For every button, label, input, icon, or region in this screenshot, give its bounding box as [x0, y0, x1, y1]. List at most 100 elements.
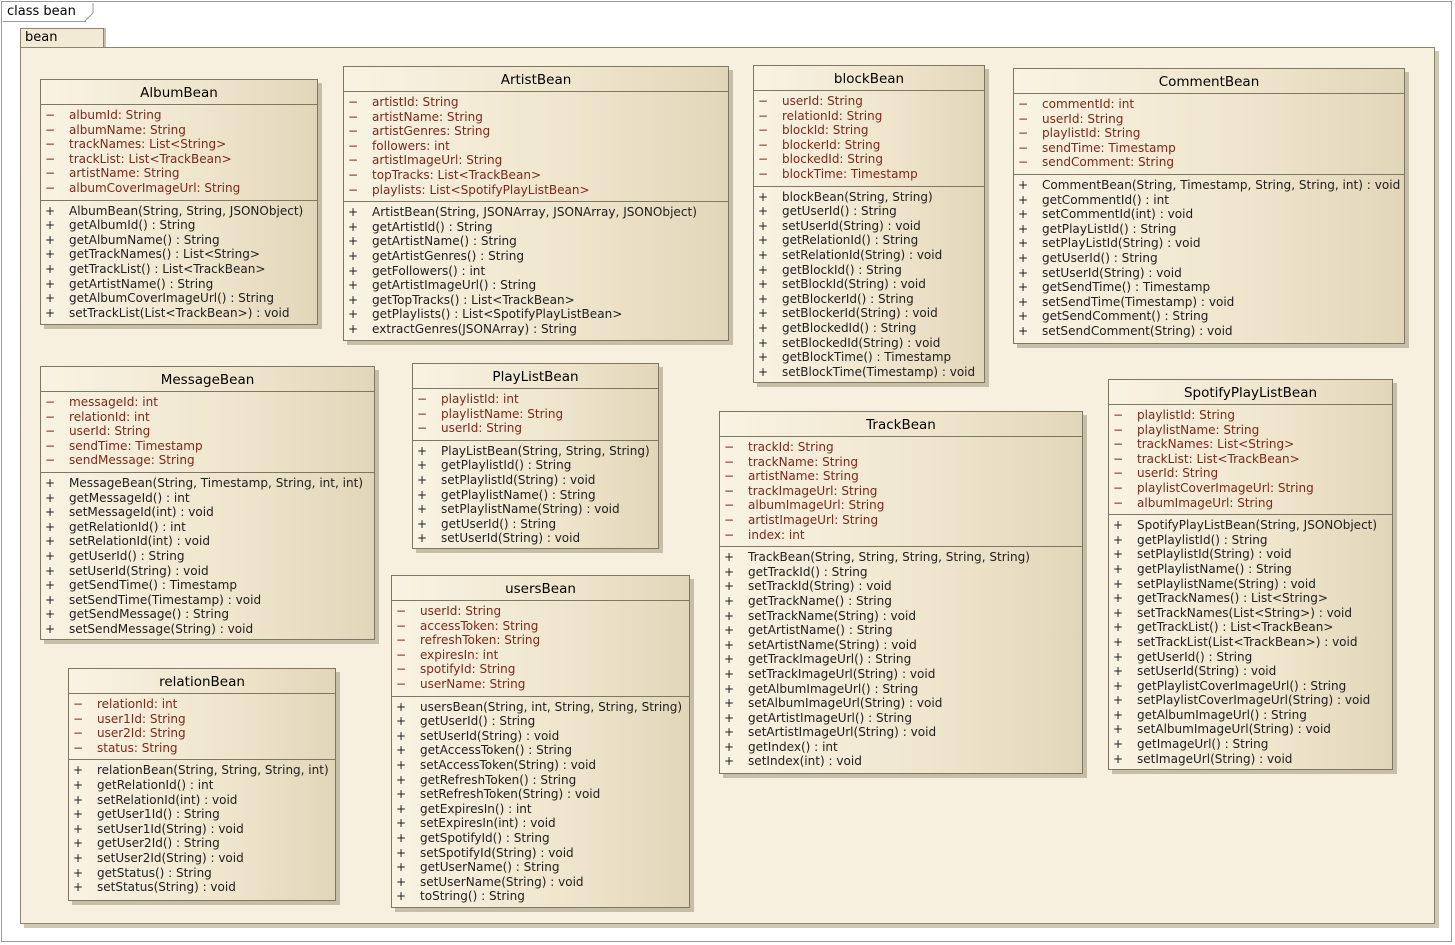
operation-row: +getUserId() : String [41, 549, 374, 564]
operation-row-text: getRelationId() : int [69, 519, 186, 534]
attribute-row: −artistName: String [344, 110, 728, 125]
attribute-row: −sendTime: Timestamp [1014, 141, 1404, 156]
class-track-bean[interactable]: TrackBean−trackId: String−trackName: Str… [719, 411, 1083, 774]
class-spotify-play-list-bean[interactable]: SpotifyPlayListBean−playlistId: String−p… [1108, 379, 1393, 770]
attribute-row: −userName: String [392, 677, 689, 692]
operation-row-text: setPlaylistName(String) : void [1137, 576, 1316, 591]
attribute-row-text: playlistCoverImageUrl: String [1137, 480, 1314, 495]
class-relation-bean[interactable]: relationBean−relationId: int−user1Id: St… [68, 668, 336, 901]
visibility-marker: + [396, 743, 407, 758]
operation-row: +setTrackName(String) : void [720, 609, 1082, 624]
class-artist-bean[interactable]: ArtistBean−artistId: String−artistName: … [343, 66, 729, 341]
visibility-marker: + [73, 792, 84, 807]
class-users-bean[interactable]: usersBean−userId: String−accessToken: St… [391, 575, 690, 908]
visibility-marker: − [758, 94, 769, 108]
operation-row-text: setTrackId(String) : void [748, 579, 892, 594]
visibility-marker: + [45, 534, 56, 549]
attribute-row-text: albumImageUrl: String [748, 498, 885, 513]
operation-row-text: getArtistGenres() : String [372, 248, 525, 263]
operation-row: +getPlaylistId() : String [413, 458, 658, 473]
operation-row-text: getArtistName() : String [69, 276, 214, 291]
visibility-marker: − [758, 137, 769, 152]
visibility-marker: + [758, 320, 769, 335]
operation-row: +getArtistName() : String [344, 234, 728, 249]
attribute-row-text: blockId: String [782, 123, 869, 138]
operation-row: +getPlayListId() : String [1014, 222, 1404, 237]
visibility-marker: + [396, 845, 407, 860]
attribute-row-text: playlistId: String [1137, 408, 1235, 422]
visibility-marker: + [45, 548, 56, 563]
operation-row-text: setTrackNames(List<String>) : void [1137, 605, 1353, 620]
visibility-marker: + [417, 502, 428, 517]
attribute-row: −trackNames: List<String> [41, 137, 317, 152]
class-name: PlayListBean [413, 364, 658, 389]
attribute-row-text: artistName: String [372, 109, 483, 124]
attribute-row: −playlistId: String [1109, 408, 1392, 423]
attribute-row: −user1Id: String [69, 712, 335, 727]
operation-row-text: getAccessToken() : String [420, 743, 572, 758]
class-operations: +TrackBean(String, String, String, Strin… [720, 547, 1082, 773]
operation-row: +getExpiresIn() : int [392, 802, 689, 817]
class-message-bean[interactable]: MessageBean−messageId: int−relationId: i… [40, 366, 375, 640]
operation-row: +setBlockedId(String) : void [754, 336, 984, 351]
visibility-marker: − [724, 498, 735, 513]
class-name: relationBean [69, 669, 335, 694]
visibility-marker: − [1113, 495, 1124, 510]
operation-row-text: getMessageId() : int [69, 490, 190, 505]
attribute-row: −albumId: String [41, 108, 317, 123]
visibility-marker: + [758, 291, 769, 306]
visibility-marker: + [1113, 664, 1124, 679]
operation-row-text: setTrackName(String) : void [748, 608, 917, 623]
class-operations: +CommentBean(String, Timestamp, String, … [1014, 175, 1404, 343]
operation-row: +getAlbumCoverImageUrl() : String [41, 291, 317, 306]
operation-row: +getRelationId() : int [69, 778, 335, 793]
operation-row-text: getUser2Id() : String [97, 836, 220, 851]
operation-row-text: setCommentId(int) : void [1042, 207, 1194, 222]
class-album-bean[interactable]: AlbumBean−albumId: String−albumName: Str… [40, 79, 318, 325]
attribute-row-text: sendMessage: String [69, 453, 195, 468]
visibility-marker: + [724, 681, 735, 696]
operation-row-text: setArtistName(String) : void [748, 637, 917, 652]
operation-row-text: setUser2Id(String) : void [97, 850, 244, 865]
visibility-marker: + [73, 807, 84, 822]
attribute-row: −trackList: List<TrackBean> [1109, 452, 1392, 467]
operation-row: +setUserId(String) : void [413, 531, 658, 546]
operation-row-text: getUserId() : String [782, 204, 897, 219]
operation-row: +getFollowers() : int [344, 264, 728, 279]
visibility-marker: − [1018, 126, 1029, 141]
operation-row: +TrackBean(String, String, String, Strin… [720, 550, 1082, 565]
operation-row: +setTrackNames(List<String>) : void [1109, 606, 1392, 621]
operation-row: +setPlaylistName(String) : void [1109, 577, 1392, 592]
class-attributes: −userId: String−relationId: String−block… [754, 91, 984, 187]
operation-row-text: relationBean(String, String, String, int… [97, 763, 329, 778]
class-play-list-bean[interactable]: PlayListBean−playlistId: int−playlistNam… [412, 363, 659, 549]
operation-row: +getBlockerId() : String [754, 292, 984, 307]
operation-row: +getBlockId() : String [754, 263, 984, 278]
attribute-row-text: artistName: String [748, 469, 859, 484]
class-attributes: −trackId: String−trackName: String−artis… [720, 437, 1082, 548]
visibility-marker: + [396, 699, 407, 714]
attribute-row: −artistImageUrl: String [344, 153, 728, 168]
visibility-marker: + [1113, 751, 1124, 766]
attribute-row-text: relationId: String [782, 108, 883, 123]
class-block-bean[interactable]: blockBean−userId: String−relationId: Str… [753, 65, 985, 383]
operation-row: +setRelationId(String) : void [754, 248, 984, 263]
visibility-marker: + [1113, 707, 1124, 722]
visibility-marker: + [724, 579, 735, 594]
visibility-marker: + [73, 777, 84, 792]
visibility-marker: − [724, 440, 735, 454]
class-comment-bean[interactable]: CommentBean−commentId: int−userId: Strin… [1013, 68, 1405, 344]
operation-row-text: getAlbumId() : String [69, 218, 196, 233]
visibility-marker: + [45, 519, 56, 534]
operation-row: +getTrackId() : String [720, 565, 1082, 580]
class-name: ArtistBean [344, 67, 728, 92]
attribute-row: −blockTime: Timestamp [754, 167, 984, 182]
visibility-marker: + [73, 880, 84, 895]
attribute-row: −artistName: String [41, 166, 317, 181]
attribute-row-text: userId: String [420, 604, 502, 618]
operation-row-text: getTrackName() : String [748, 593, 892, 608]
visibility-marker: + [396, 787, 407, 802]
operation-row-text: setImageUrl(String) : void [1137, 751, 1293, 766]
class-name: blockBean [754, 66, 984, 91]
attribute-row-text: trackImageUrl: String [748, 483, 878, 498]
